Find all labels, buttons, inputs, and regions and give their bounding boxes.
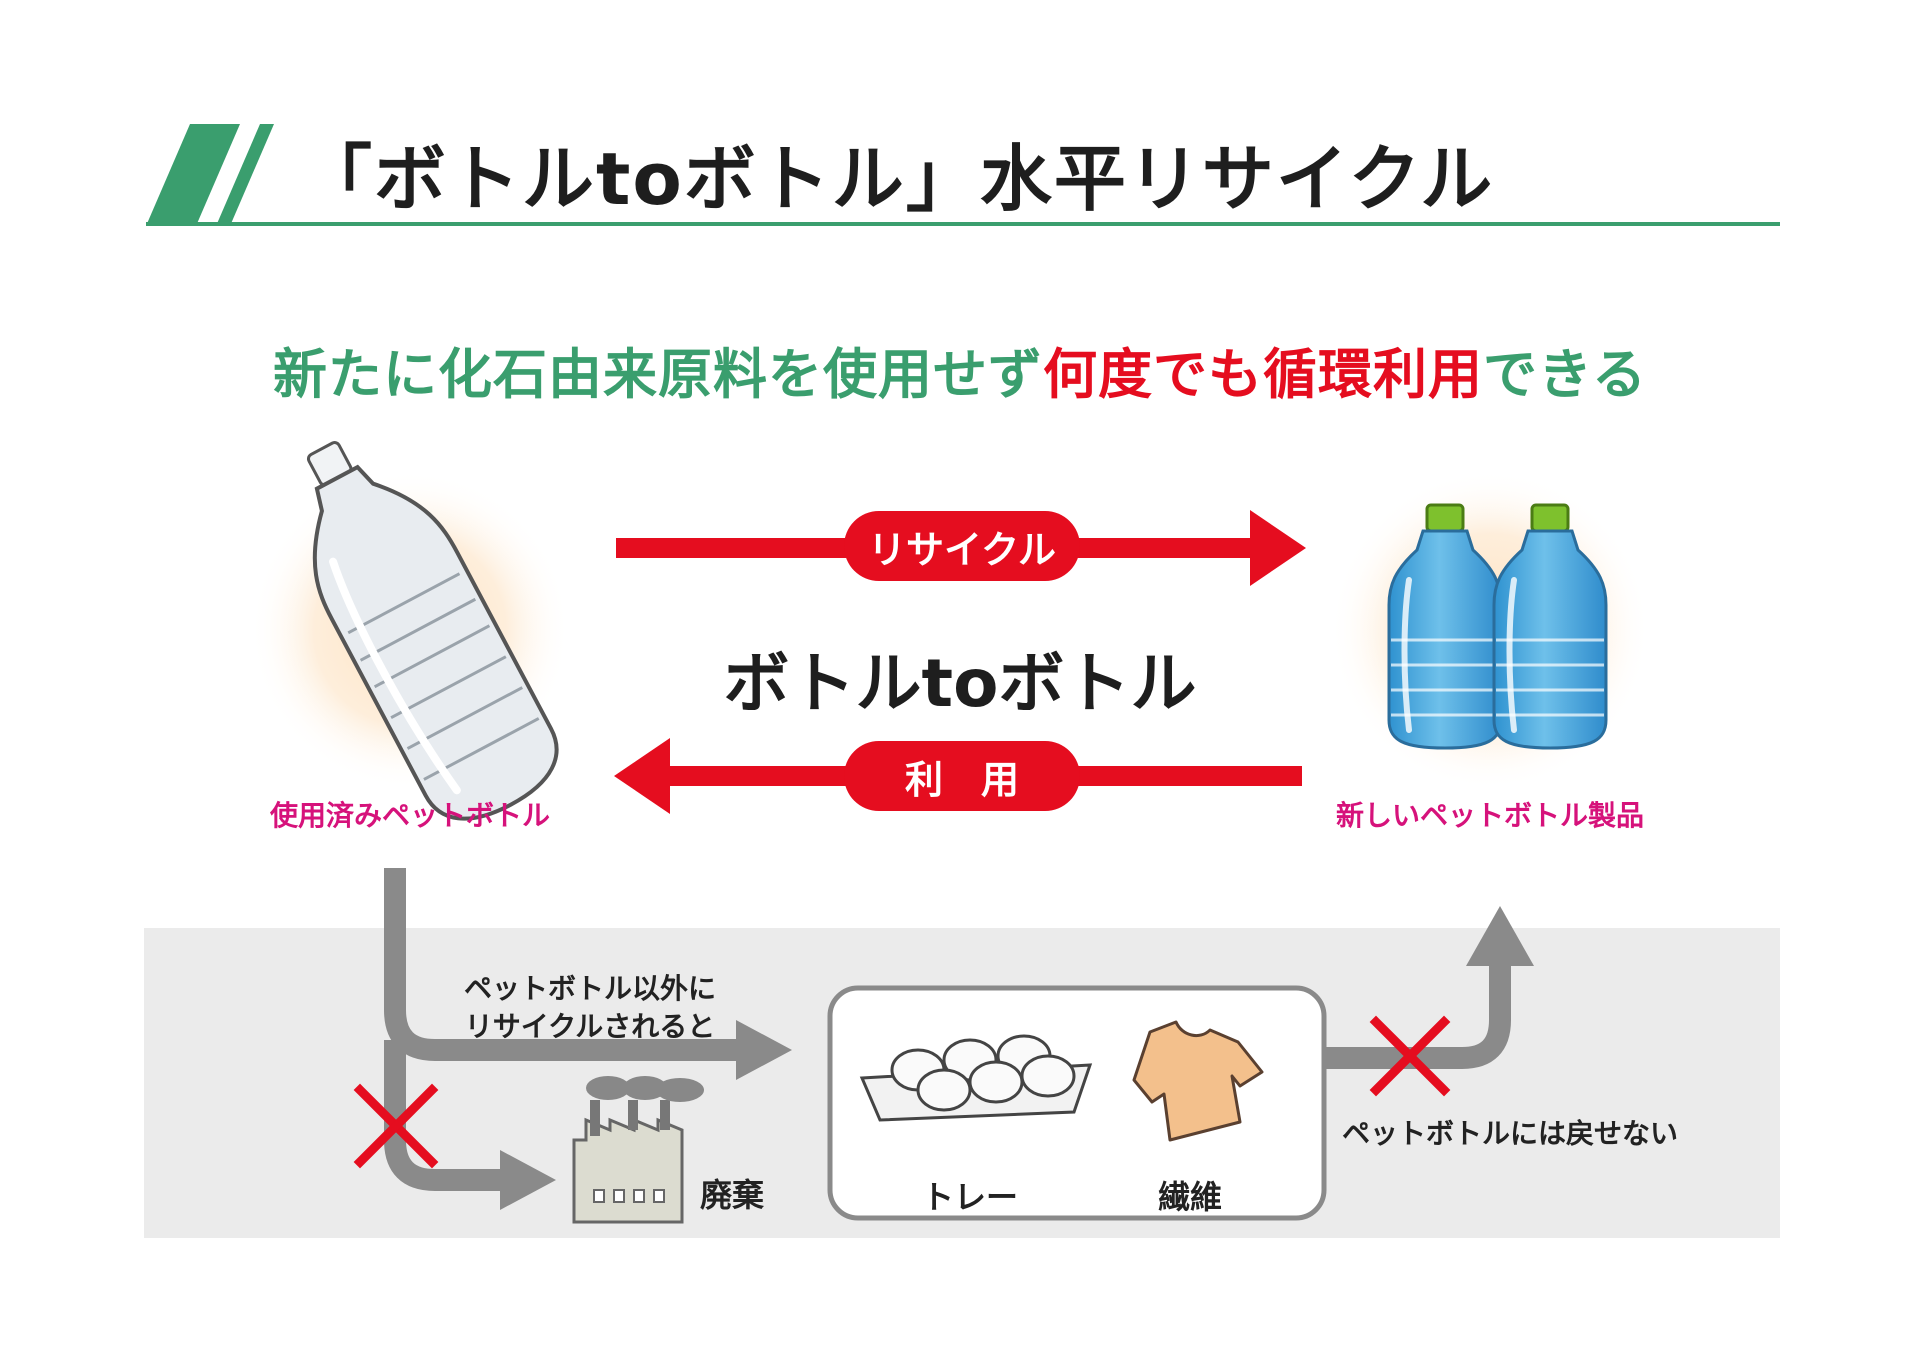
recycle-other-line-2: リサイクルされると	[464, 1010, 716, 1043]
new-bottles-icon	[1387, 503, 1608, 750]
factory-icon	[572, 1076, 704, 1224]
flow-line-disposal	[384, 1040, 520, 1191]
bottle-to-bottle-label: ボトルtoボトル	[723, 645, 1197, 722]
header-stripe-narrow	[216, 124, 274, 226]
page-title: 「ボトルtoボトル」水平リサイクル	[300, 137, 1495, 221]
used-bottle-icon	[306, 441, 559, 821]
disposal-label: 廃棄	[700, 1176, 765, 1214]
header-underline	[146, 222, 1780, 226]
cross-mark-icon	[353, 1083, 439, 1169]
recycle-other-line-1: ペットボトル以外に	[463, 972, 716, 1005]
cycle-graphics	[250, 441, 1650, 821]
flow-line-down	[384, 868, 750, 1061]
subtitle: 新たに化石由来原料を使用せず何度でも循環利用できる	[0, 330, 1920, 409]
recycle-arrow-label: リサイクル	[844, 511, 1080, 581]
subtitle-part-green-2: できる	[1483, 343, 1647, 406]
tshirt-icon	[1132, 1020, 1264, 1142]
header-decoration	[146, 124, 1780, 226]
flow-arrow-right	[736, 1020, 792, 1080]
flow-line-up	[1324, 950, 1511, 1069]
header-stripe-wide	[146, 124, 240, 226]
fiber-label: 繊維	[1157, 1178, 1222, 1216]
subtitle-part-green-1: 新たに化石由来原料を使用せず	[273, 343, 1044, 406]
flow-arrow-disposal	[500, 1150, 556, 1210]
recycle-other-text: ペットボトル以外に リサイクルされると	[440, 970, 740, 1046]
use-arrow-label: 利 用	[844, 741, 1080, 811]
subtitle-part-red: 何度でも循環利用	[1043, 343, 1484, 406]
cannot-return-label: ペットボトルには戻せない	[1341, 1117, 1678, 1150]
cross-mark-icon-return	[1369, 1015, 1451, 1097]
used-bottle-caption: 使用済みペットボトル	[269, 799, 550, 832]
egg-tray-icon	[859, 1034, 1093, 1122]
tray-label: トレー	[921, 1178, 1018, 1216]
new-bottle-caption: 新しいペットボトル製品	[1335, 799, 1644, 832]
flow-arrow-up	[1466, 906, 1534, 966]
